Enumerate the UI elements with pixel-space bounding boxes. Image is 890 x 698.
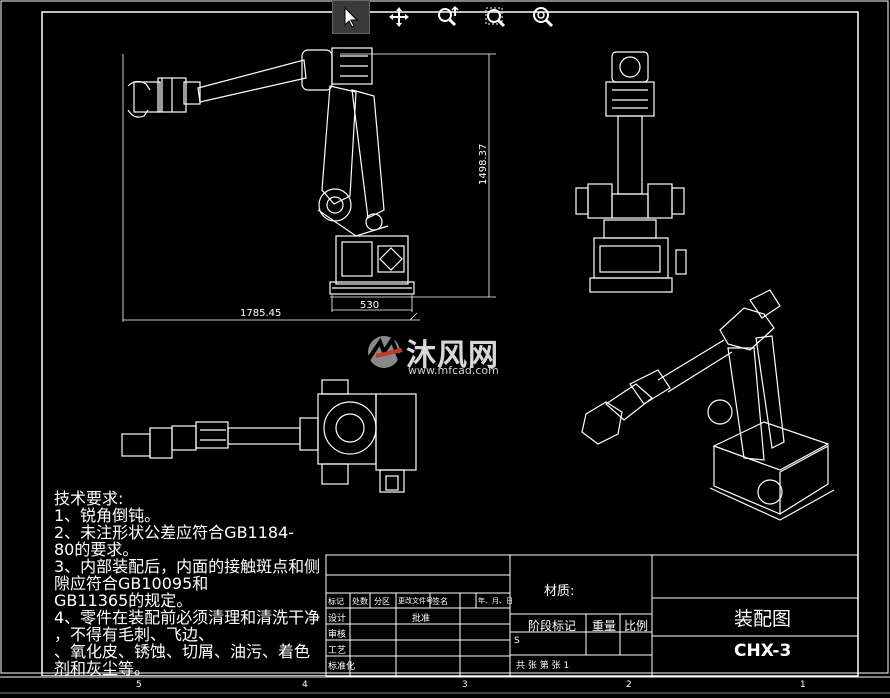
front-view	[122, 47, 496, 322]
role-standard: 标准化	[328, 662, 356, 672]
watermark: 沐风网 www.mfcad.com	[362, 330, 499, 377]
zone-3: 3	[462, 680, 468, 690]
req-line: 4、零件在装配前必须清理和清洗干净	[54, 608, 321, 627]
material-label: 材质:	[544, 584, 575, 599]
req-line: 80的要求。	[54, 540, 139, 559]
sheets-label: 共 张 第 张 1	[516, 661, 570, 671]
zone-4: 4	[302, 680, 308, 690]
pan-tool-button[interactable]	[380, 0, 418, 34]
zone-2: 2	[626, 680, 632, 690]
zoom-window-icon	[485, 7, 506, 28]
role-design: 设计	[328, 614, 347, 624]
side-view	[575, 51, 687, 293]
isometric-view	[581, 289, 835, 521]
scale-label: 比例	[624, 619, 649, 633]
req-line: 、氧化皮、锈蚀、切屑、油污、着色	[54, 642, 311, 661]
rev-header-5: 年、月、日	[478, 597, 513, 605]
rev-header-1: 处数	[352, 597, 368, 606]
technical-requirements: 技术要求: 1、锐角倒钝。 2、未注形状公差应符合GB1184- 80的要求。 …	[54, 490, 320, 677]
req-line: 技术要求:	[54, 489, 124, 508]
title-block	[325, 554, 859, 677]
drawing-number: CHX-3	[734, 641, 792, 661]
zoom-extents-icon	[533, 7, 554, 28]
watermark-name: 沐风网	[406, 338, 499, 373]
req-line: 2、未注形状公差应符合GB1184-	[54, 523, 295, 542]
outer-border	[0, 0, 889, 674]
rev-header-2: 分区	[374, 597, 390, 606]
req-line: GB11365的规定。	[54, 591, 193, 610]
dim-width: 1785.45	[240, 308, 281, 319]
weight-label: 重量	[592, 619, 617, 633]
select-tool-button[interactable]	[332, 0, 370, 34]
rev-header-4: 签名	[432, 597, 448, 606]
role-review: 审核	[328, 630, 347, 640]
zoom-realtime-icon	[438, 5, 459, 27]
drawing-title: 装配图	[734, 608, 792, 630]
req-line: 1、锐角倒钝。	[54, 506, 161, 525]
zoom-window-button[interactable]	[476, 0, 514, 34]
rev-header-0: 标记	[328, 597, 344, 606]
rev-header-3: 更改文件号	[398, 597, 433, 605]
req-line: 隙应符合GB10095和	[54, 574, 209, 593]
arrow-pointer-icon	[344, 6, 359, 28]
stage-s: S	[514, 636, 520, 646]
watermark-url: www.mfcad.com	[408, 364, 499, 377]
watermark-logo-icon	[366, 335, 403, 368]
zoom-extents-button[interactable]	[524, 0, 562, 34]
zoom-realtime-button[interactable]	[428, 0, 466, 34]
zone-5: 5	[136, 680, 142, 690]
approve-label: 批准	[412, 614, 431, 624]
req-line: 剂和灰尘等。	[54, 659, 151, 678]
stage-label: 阶段标记	[528, 619, 577, 633]
dim-base: 530	[360, 300, 379, 311]
dim-height: 1498.37	[478, 144, 489, 185]
req-line: 3、内部装配后，内面的接触斑点和侧	[54, 557, 321, 576]
req-line: ，不得有毛刺、飞边、	[54, 625, 215, 644]
zone-1: 1	[800, 680, 806, 690]
top-view	[121, 379, 417, 493]
move-arrows-icon	[389, 7, 409, 27]
role-process: 工艺	[328, 646, 347, 656]
